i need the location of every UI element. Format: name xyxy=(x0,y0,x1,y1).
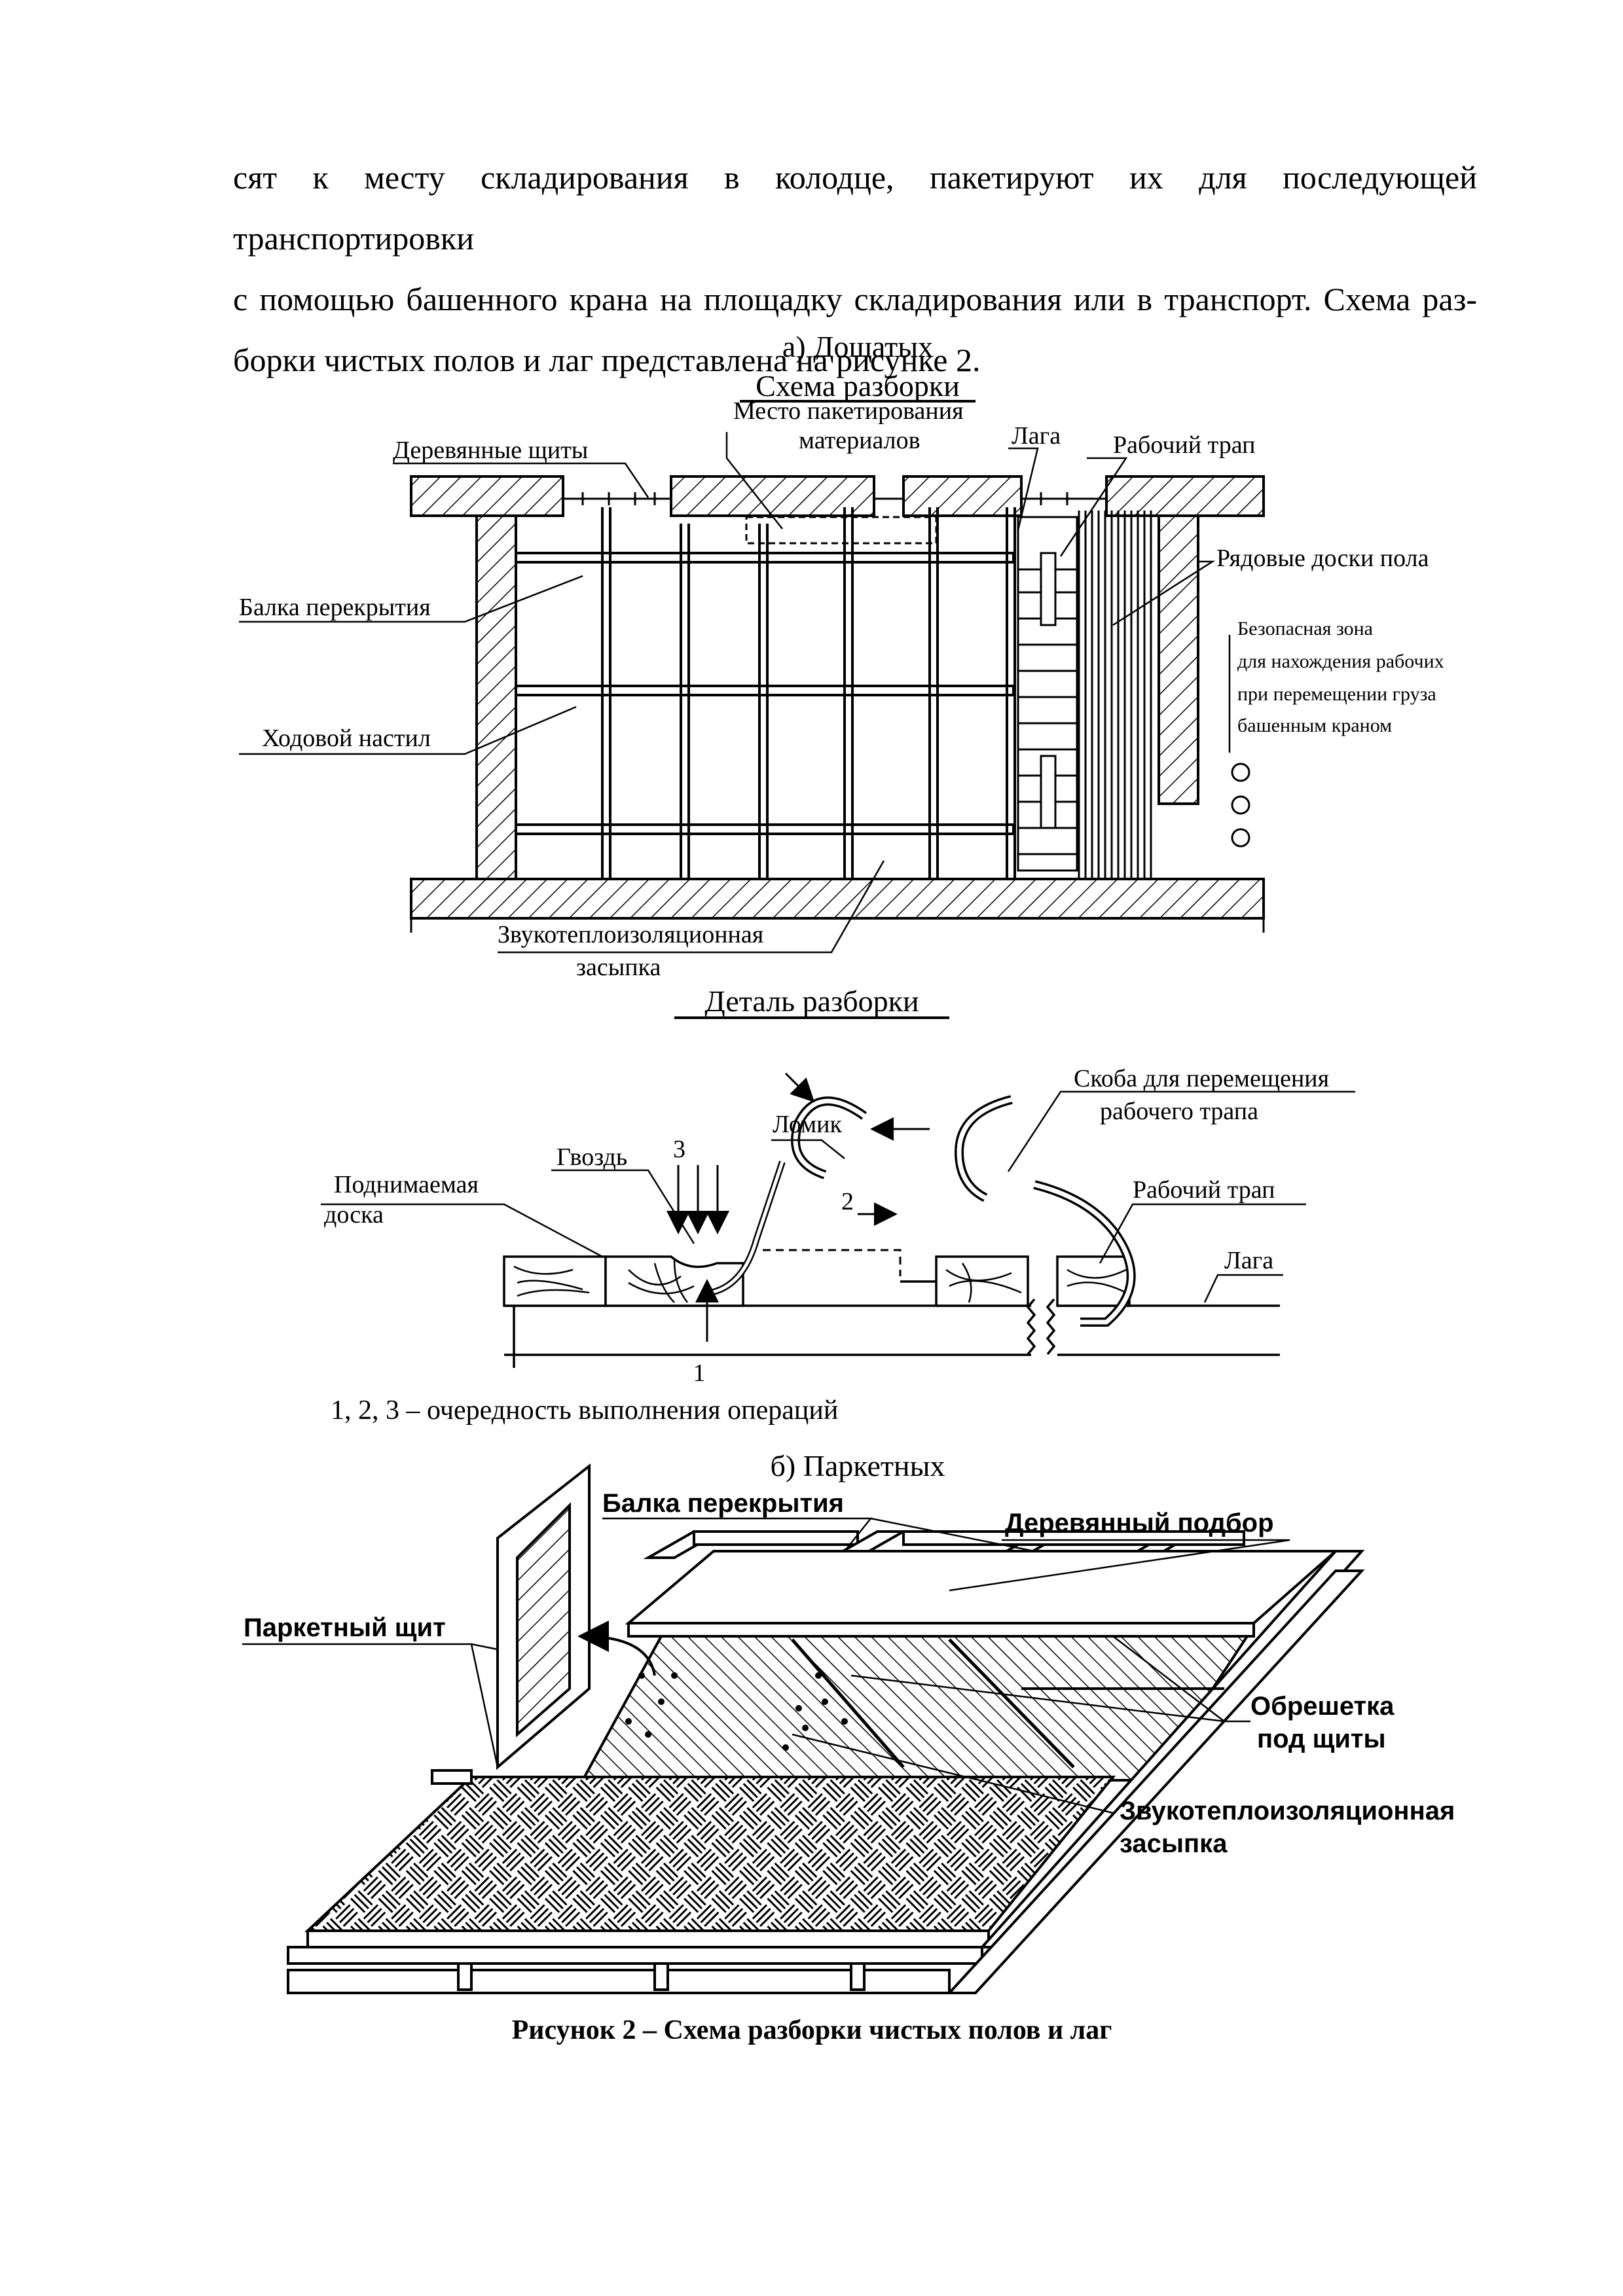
label-safe-zone-2: для нахождения рабочих xyxy=(1237,651,1444,672)
label-packing-place-1: Место пакетирования xyxy=(733,397,964,425)
label-walkway: Ходовой настил xyxy=(262,725,431,752)
label-parquet-panel: Паркетный щит xyxy=(244,1613,446,1642)
figure-a-subtitle: а) Дощатых xyxy=(782,330,933,363)
label-b-insulation-1: Звукотеплоизоляционная xyxy=(1120,1797,1455,1825)
label-safe-zone-4: башенным краном xyxy=(1237,715,1392,736)
safe-zone-markers xyxy=(1231,762,1250,848)
label-detail-joist: Лага xyxy=(1224,1247,1273,1274)
label-step-3: 3 xyxy=(673,1136,685,1163)
label-crowbar: Ломик xyxy=(773,1111,842,1138)
label-lathing-1: Обрешетка xyxy=(1250,1692,1395,1721)
figure-b-subtitle: б) Паркетных xyxy=(770,1449,945,1482)
work-ladder-area xyxy=(1017,516,1078,872)
label-packing-place-2: материалов xyxy=(799,427,921,454)
label-safe-zone-1: Безопасная зона xyxy=(1237,618,1373,639)
label-beam: Балка перекрытия xyxy=(239,594,431,621)
label-insulation-1: Звукотеплоизоляционная xyxy=(498,921,763,948)
paragraph-line: борки чистых полов и лаг представлена на… xyxy=(233,342,981,378)
paragraph-line: с помощью башенного крана на площадку ск… xyxy=(233,281,1477,317)
scheme-title: Схема разборки xyxy=(756,369,960,403)
body-paragraph: сят к месту складирования в колодце, пак… xyxy=(233,147,1477,391)
detail-drawing xyxy=(503,1095,1280,1368)
label-nail: Гвоздь xyxy=(556,1143,627,1171)
label-bracket-2: рабочего трапа xyxy=(1100,1098,1258,1125)
label-wood-panels: Деревянные щиты xyxy=(393,437,588,464)
paragraph-line: сят к месту складирования в колодце, пак… xyxy=(233,159,1477,257)
label-step-1: 1 xyxy=(693,1359,706,1387)
label-b-beam: Балка перекрытия xyxy=(602,1489,844,1518)
packing-place xyxy=(745,516,938,545)
floor-beams xyxy=(515,552,1015,835)
label-work-ladder: Рабочий трап xyxy=(1113,431,1255,459)
label-lathing-2: под щиты xyxy=(1257,1725,1386,1753)
insulation-dots xyxy=(625,1672,848,1751)
figure-caption: Рисунок 2 – Схема разборки чистых полов … xyxy=(512,2015,1112,2045)
label-row-boards: Рядовые доски пола xyxy=(1216,545,1429,572)
label-bracket-1: Скоба для перемещения xyxy=(1074,1065,1329,1092)
label-detail-work-ladder: Рабочий трап xyxy=(1133,1176,1275,1204)
sequence-note: 1, 2, 3 – очередность выполнения операци… xyxy=(331,1395,838,1426)
label-lifted-board-2: доска xyxy=(324,1201,384,1229)
row-floor-boards xyxy=(1078,511,1152,879)
top-wall-segments xyxy=(410,475,1265,517)
bottom-slab xyxy=(410,878,1265,920)
parquet-drawing xyxy=(287,1463,1365,1994)
label-wood-filler: Деревянный подбор xyxy=(1005,1509,1274,1537)
label-step-2: 2 xyxy=(841,1188,854,1215)
label-b-insulation-2: засыпка xyxy=(1120,1829,1228,1858)
label-insulation-2: засыпка xyxy=(576,954,661,981)
label-safe-zone-3: при перемещении груза xyxy=(1237,683,1436,705)
label-joist: Лага xyxy=(1012,422,1061,450)
joists xyxy=(601,507,1016,879)
label-lifted-board-1: Поднимаемая xyxy=(334,1171,479,1198)
detail-title: Деталь разборки xyxy=(704,984,919,1018)
